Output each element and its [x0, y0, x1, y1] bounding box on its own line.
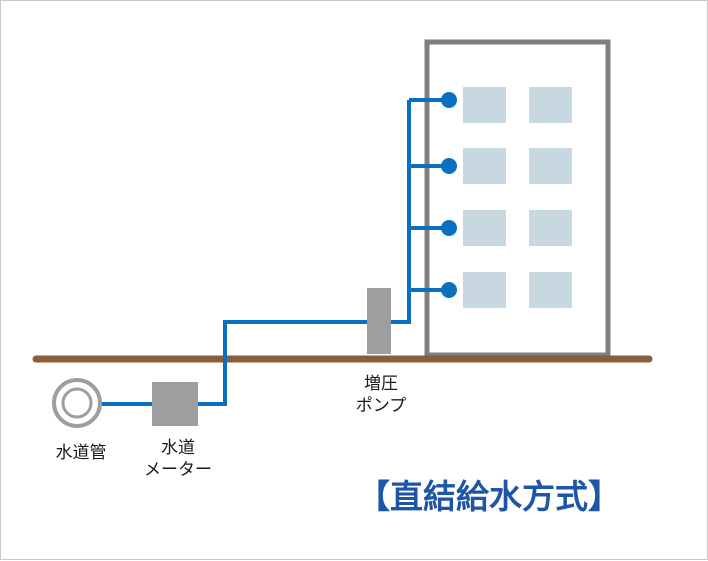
- water-main-label: 水道管: [41, 442, 121, 464]
- outlet-2: [441, 158, 457, 174]
- booster-pump-label: 増圧 ポンプ: [331, 373, 431, 417]
- window-1-left: [463, 87, 506, 123]
- booster-pump: [367, 288, 391, 354]
- building-outline: [424, 39, 611, 358]
- water-main-icon: [52, 378, 102, 428]
- water-main-label-text: 水道管: [55, 443, 107, 463]
- faucet-outlets: [441, 92, 457, 298]
- booster-pump-label-line1: 増圧: [364, 374, 398, 394]
- window-3-right: [529, 210, 572, 246]
- outlet-1: [441, 92, 457, 108]
- window-3-left: [463, 210, 506, 246]
- outlet-3: [441, 220, 457, 236]
- window-2-right: [529, 148, 572, 184]
- water-meter-label-line2: メーター: [144, 460, 212, 480]
- window-2-left: [463, 148, 506, 184]
- water-meter: [152, 382, 198, 426]
- window-1-right: [529, 87, 572, 123]
- diagram-title: 【直結給水方式】: [357, 477, 621, 516]
- outlet-4: [441, 282, 457, 298]
- window-4-right: [529, 272, 572, 308]
- window-4-left: [463, 272, 506, 308]
- water-meter-label-line1: 水道: [161, 438, 195, 458]
- building-windows: [463, 87, 572, 308]
- booster-pump-label-line2: ポンプ: [355, 396, 407, 416]
- water-meter-label: 水道 メーター: [123, 437, 233, 481]
